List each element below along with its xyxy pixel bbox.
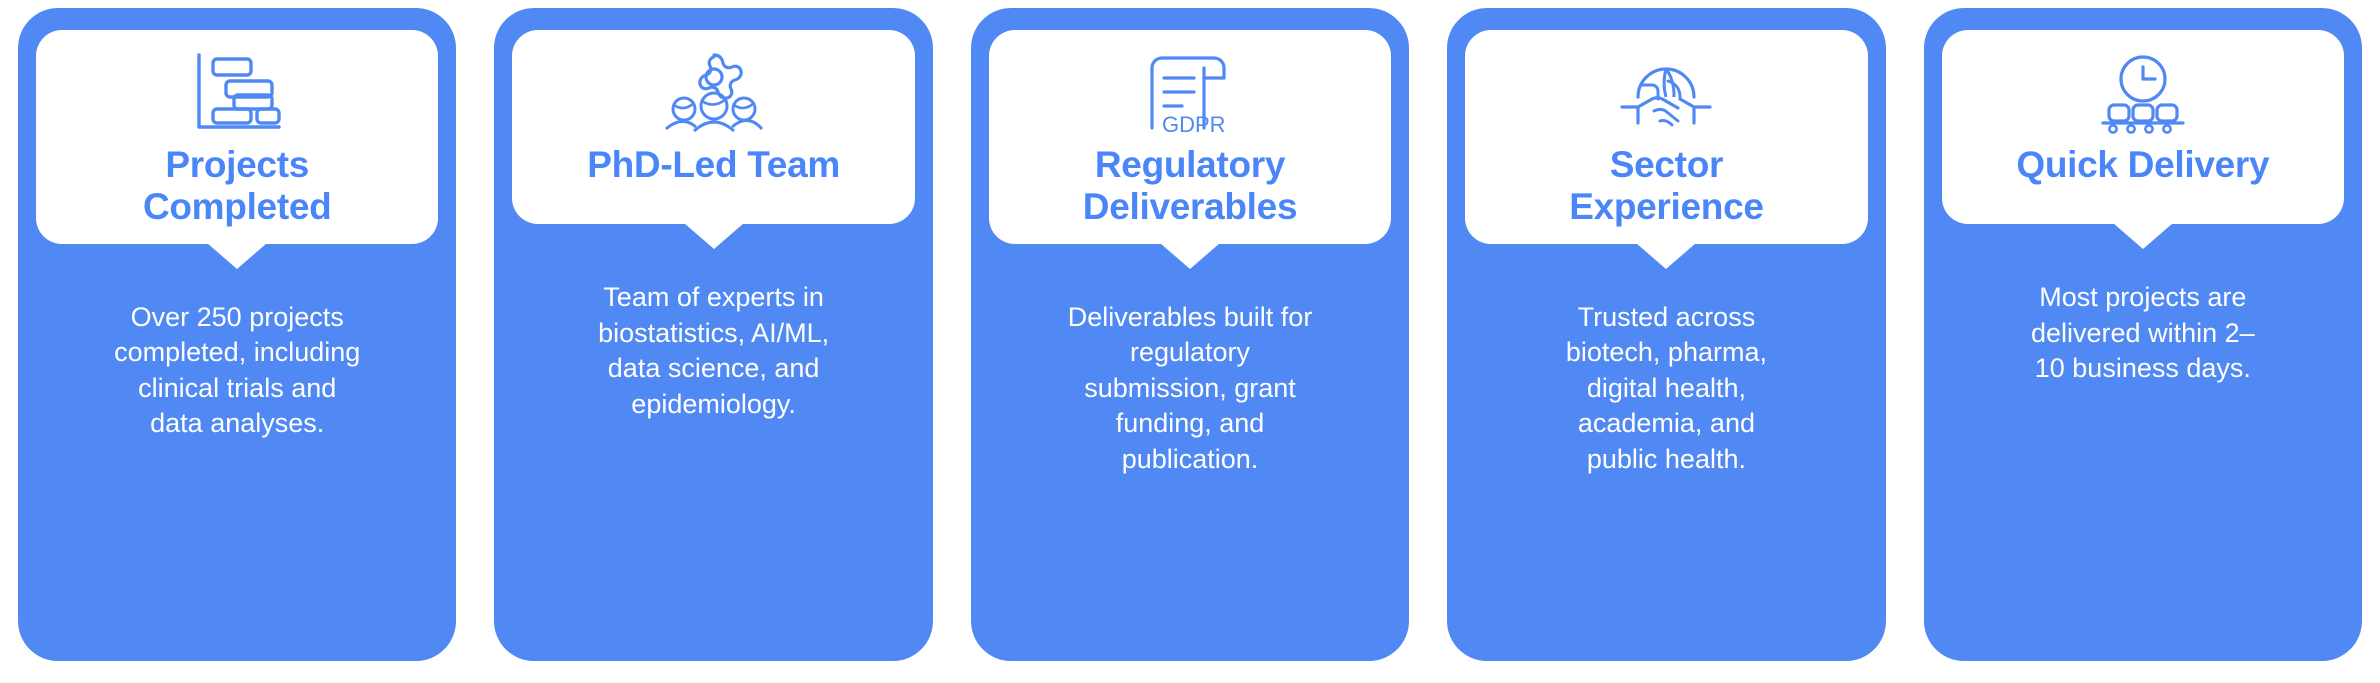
team-gear-people-icon bbox=[662, 50, 766, 136]
gantt-chart-icon bbox=[191, 50, 283, 136]
card-description: Deliverables built for regulatory submis… bbox=[1067, 301, 1313, 475]
card-bubble: Sector Experience bbox=[1465, 30, 1868, 244]
feature-card-phd-led-team[interactable]: PhD-Led Team Team of experts in biostati… bbox=[494, 8, 933, 661]
gdpr-icon-label: GDPR bbox=[1162, 112, 1226, 136]
feature-card-projects-completed[interactable]: Projects Completed Over 250 projects com… bbox=[18, 8, 457, 661]
card-title: Quick Delivery bbox=[2016, 144, 2270, 185]
card-description: Over 250 projects completed, including c… bbox=[114, 301, 361, 439]
card-bubble: PhD-Led Team bbox=[512, 30, 915, 224]
globe-handshake-icon bbox=[1616, 50, 1716, 136]
card-title: PhD-Led Team bbox=[587, 144, 840, 185]
card-bubble: Quick Delivery bbox=[1941, 30, 2345, 224]
card-title: Regulatory Deliverables bbox=[1082, 144, 1298, 227]
card-description: Most projects are delivered within 2– 10… bbox=[2031, 282, 2255, 384]
feature-card-sector-experience[interactable]: Sector Experience Trusted across biotech… bbox=[1447, 8, 1886, 661]
card-description: Team of experts in biostatistics, AI/ML,… bbox=[598, 282, 830, 419]
feature-card-regulatory-deliverables[interactable]: GDPR Regulatory Deliverables Deliverable… bbox=[970, 8, 1410, 661]
card-title: Sector Experience bbox=[1569, 144, 1764, 227]
feature-card-quick-delivery[interactable]: Quick Delivery Most projects are deliver… bbox=[1923, 8, 2363, 661]
card-title: Projects Completed bbox=[142, 144, 332, 227]
card-bubble: GDPR Regulatory Deliverables bbox=[988, 30, 1392, 244]
card-description: Trusted across biotech, pharma, digital … bbox=[1565, 301, 1767, 475]
card-bubble: Projects Completed bbox=[36, 30, 439, 244]
clock-conveyor-boxes-icon bbox=[2095, 50, 2191, 136]
gdpr-document-icon: GDPR bbox=[1142, 50, 1238, 136]
